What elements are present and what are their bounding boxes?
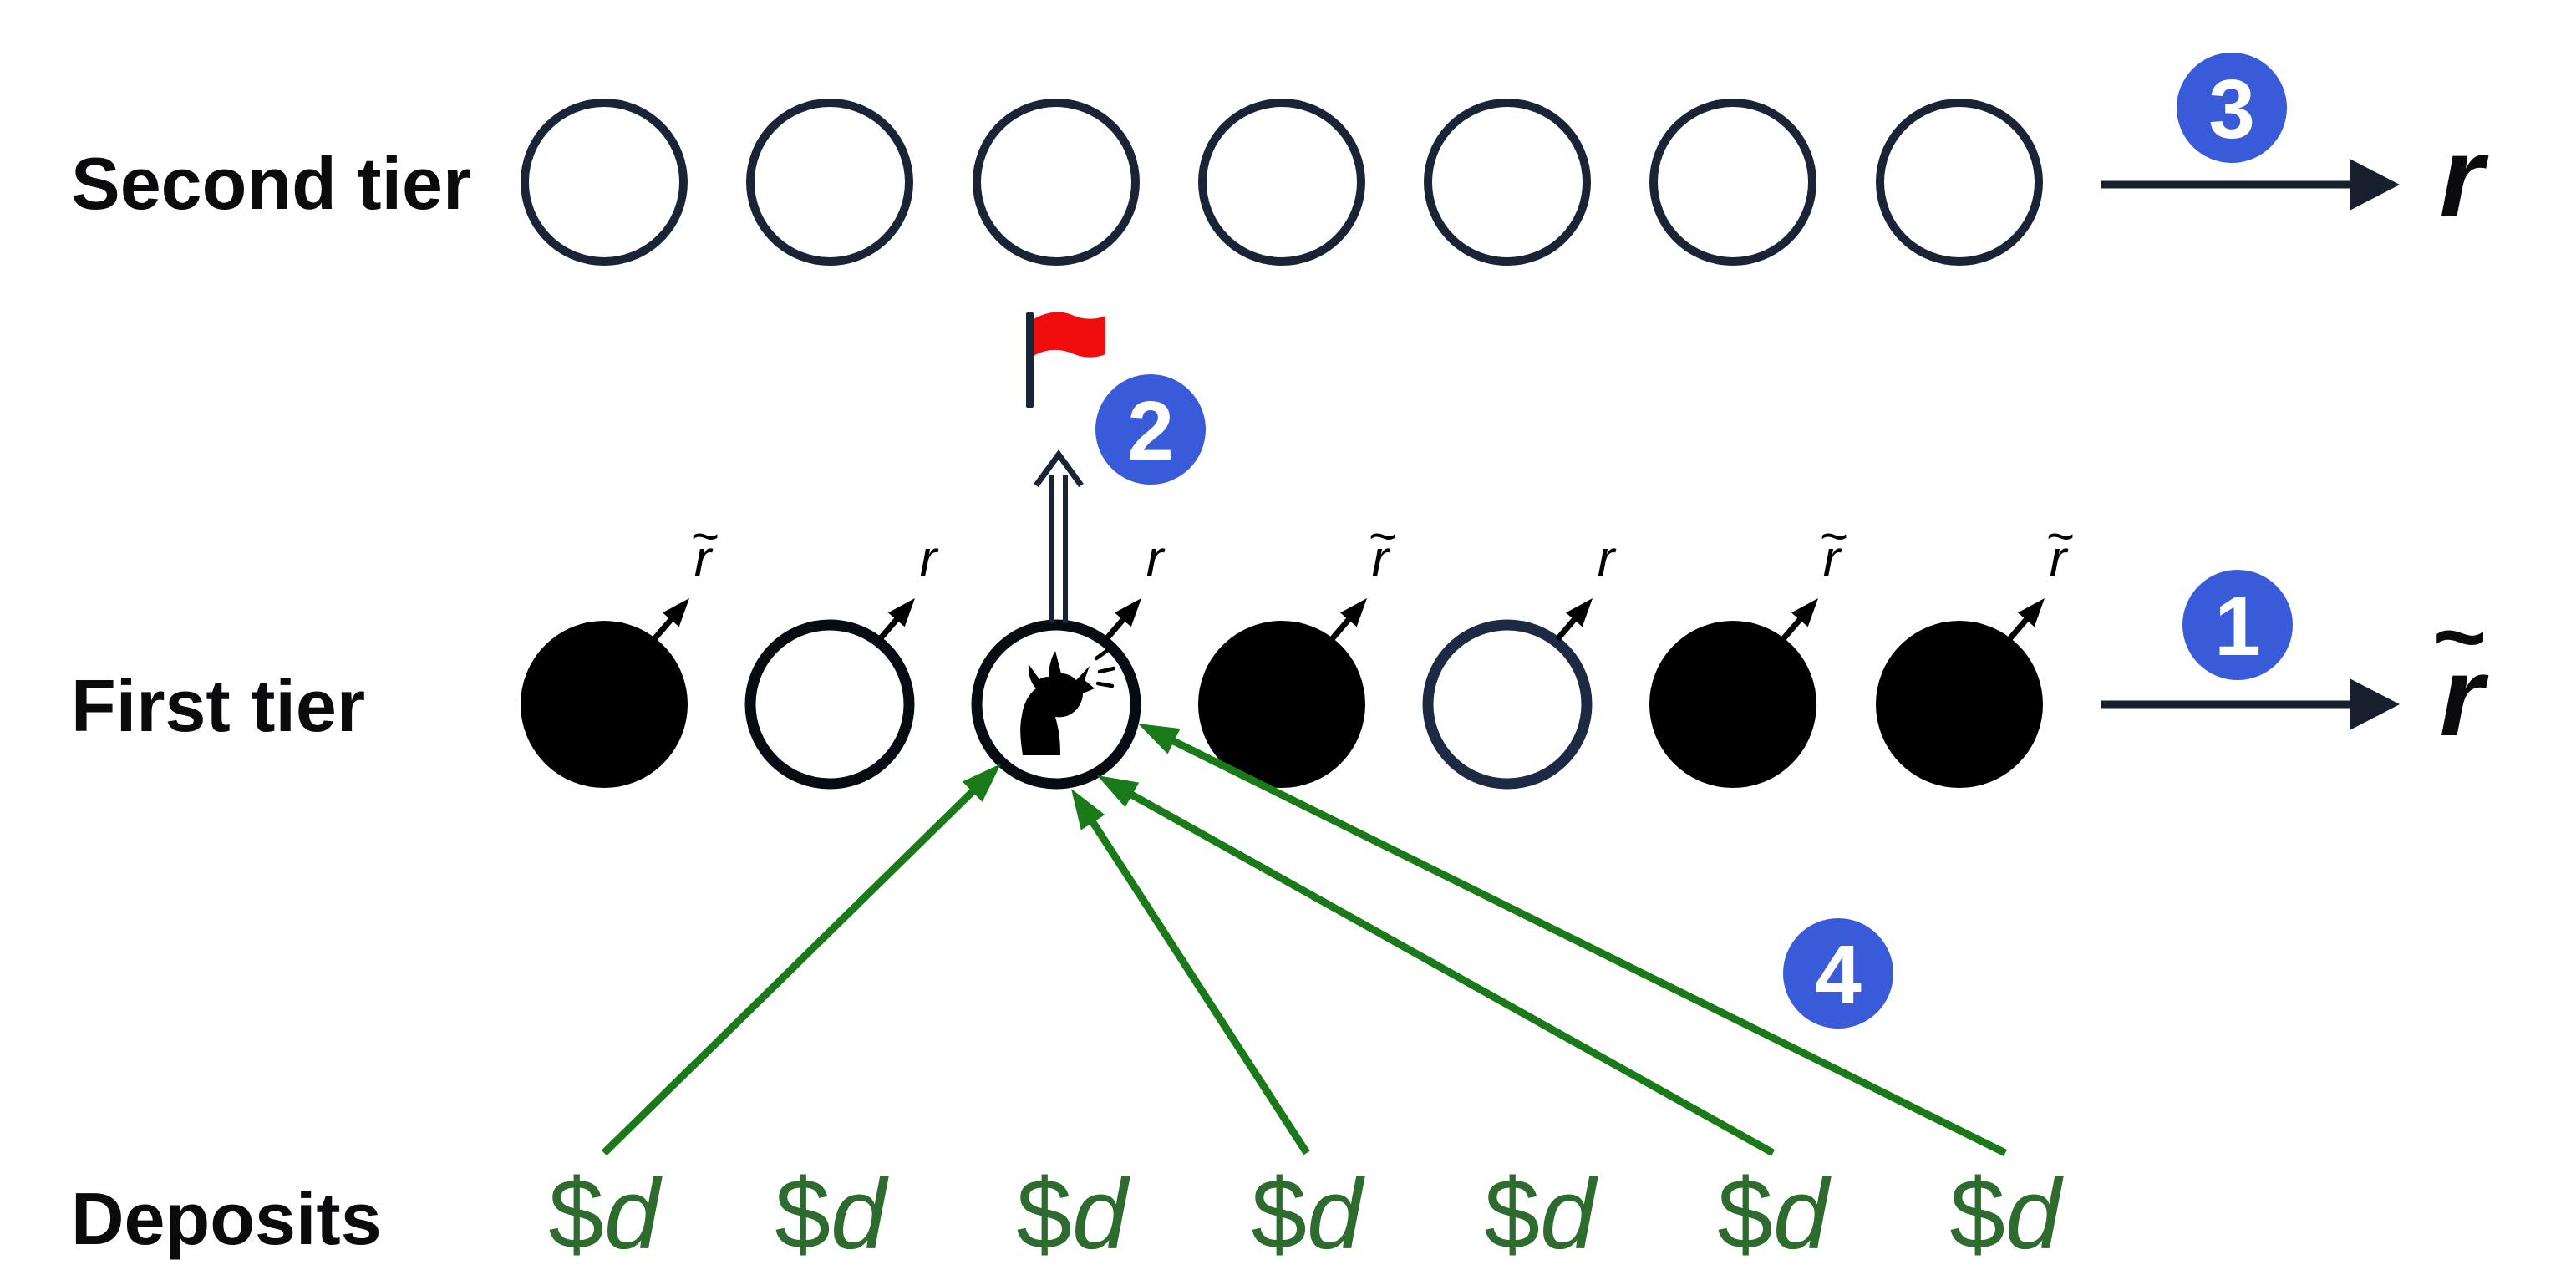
first-tier-outcome-arrow: r ~ [2101, 586, 2489, 759]
flag-banner [1034, 312, 1105, 358]
step-badge-circle [1783, 918, 1893, 1029]
return-arrow-head [1340, 598, 1367, 627]
second-tier-node [521, 99, 688, 266]
deposit-amount: $d [1949, 1158, 2064, 1270]
return-arrow [1555, 613, 1580, 642]
return-arrow-head [2018, 598, 2045, 627]
return-rate-label: r [1372, 531, 1391, 588]
return-rate-label: r [694, 531, 714, 588]
return-arrow-head [1115, 598, 1141, 627]
node-layer [521, 99, 2043, 790]
return-arrow [877, 613, 902, 642]
return-arrow-head [1791, 598, 1818, 627]
flag-pole [1026, 312, 1034, 408]
return-rate-tilde: ~ [1820, 510, 1848, 564]
first-tier-row-label: First tier [71, 664, 365, 747]
return-arrow [1781, 613, 1806, 642]
second-tier-outcome-arrow: r [2101, 114, 2489, 240]
deposit-flow-arrow-head [962, 764, 1001, 802]
second-tier-row-label: Second tier [71, 142, 471, 225]
first-tier-node-filled [1649, 621, 1816, 788]
step-badge-circle [2182, 570, 2293, 680]
return-arrow-head [888, 598, 915, 627]
return-rate-label: r [920, 531, 939, 588]
return-arrow [1104, 613, 1129, 642]
return-rate-label: r [1598, 531, 1617, 588]
second-tier-node [1424, 99, 1591, 266]
second-tier-node [746, 99, 913, 266]
deposit-amount: $d [548, 1158, 663, 1270]
first-tier-node-filled [1198, 621, 1365, 788]
first-tier-node-filled [521, 621, 688, 788]
step-badge-4: 4 [1783, 918, 1893, 1029]
deposit-amount: $d [775, 1158, 889, 1270]
step-badge-number: 4 [1815, 928, 1862, 1022]
step-badge-3: 3 [2177, 53, 2287, 163]
return-rate-label: r [1823, 531, 1842, 588]
return-arrow-head [1566, 598, 1593, 627]
first-tier-outcome-label: r [2440, 633, 2489, 759]
deposit-flow-arrow [1166, 734, 2007, 1157]
return-arrow [2007, 613, 2032, 642]
first-tier-outcome-tilde: ~ [2433, 586, 2487, 688]
howling-wolf-icon [1020, 648, 1116, 755]
wolf-silhouette [1020, 651, 1095, 755]
raise-flag-arrow-shafts [1049, 475, 1068, 623]
return-rate-label: r [2050, 531, 2069, 588]
deposits-row-label: Deposits [71, 1177, 382, 1260]
return-rate-tilde: ~ [2046, 510, 2075, 564]
first-tier-node-open [1422, 619, 1593, 790]
second-tier-node [1876, 99, 2043, 266]
return-rate-tilde: ~ [691, 510, 719, 564]
deposit-amount: $d [1717, 1158, 1832, 1270]
howl-sound-lines [1094, 648, 1116, 688]
second-tier-node [973, 99, 1140, 266]
return-arrow [652, 613, 677, 642]
deposit-amount: $d [1251, 1158, 1365, 1270]
step-badge-number: 2 [1127, 384, 1174, 478]
deposit-amount: $d [1484, 1158, 1598, 1270]
outcome-arrow-head [2350, 159, 2400, 211]
deposit-flow-arrow-head [1097, 775, 1140, 808]
return-rate-tilde: ~ [1369, 510, 1397, 564]
return-rate-label: r [1146, 531, 1166, 588]
step-badge-circle [2177, 53, 2287, 163]
deposit-flow-arrow [1085, 815, 1310, 1155]
outcome-arrow-head [2350, 678, 2400, 730]
step-badge-number: 3 [2208, 63, 2255, 156]
raise-flag-arrow-chevron [1034, 449, 1084, 488]
deposit-flow-arrow-head [1071, 789, 1105, 830]
second-tier-outcome-label: r [2440, 114, 2489, 240]
step-badge-number: 1 [2214, 580, 2261, 673]
return-arrow-head [663, 598, 689, 627]
deposit-flow-arrow-head [1138, 724, 1181, 754]
first-tier-node-open [744, 619, 915, 790]
red-flag-icon [1026, 312, 1105, 408]
step-badge-1: 1 [2182, 570, 2293, 680]
return-arrow [1329, 613, 1354, 642]
second-tier-node [1198, 99, 1365, 266]
second-tier-node [1649, 99, 1816, 266]
step-badge-circle [1095, 374, 1206, 485]
raise-flag-arrow [1034, 449, 1084, 623]
step-badge-2: 2 [1095, 374, 1206, 485]
deposit-amount: $d [1016, 1158, 1130, 1270]
first-tier-node-filled [1876, 621, 2043, 788]
deposit-flow-arrow [1124, 788, 1776, 1156]
deposit-flow-arrow [601, 784, 980, 1156]
